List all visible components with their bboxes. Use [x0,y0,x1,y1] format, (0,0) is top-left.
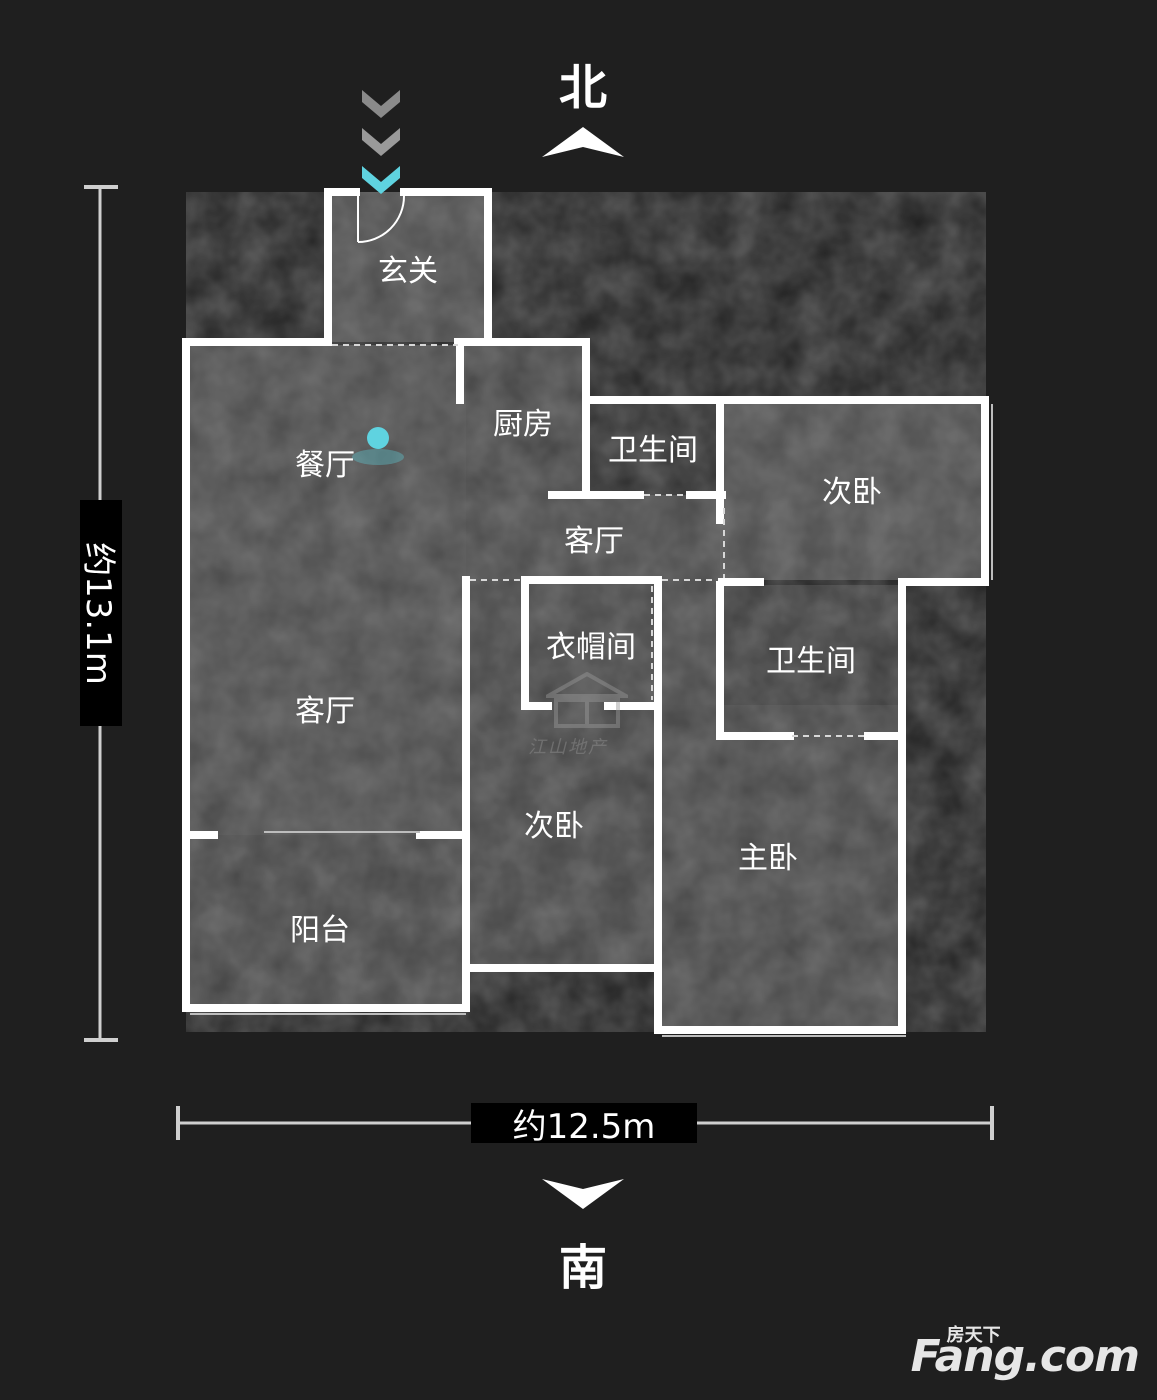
room-cloakroom: 衣帽间 [546,630,636,665]
walls [182,188,989,1034]
south-label: 南 [558,1240,607,1296]
north-label: 北 [558,60,607,116]
room-bathroom-2: 卫生间 [766,644,856,679]
room-balcony: 阳台 [290,913,350,948]
location-marker-icon [352,427,404,465]
door-swing [357,194,405,243]
room-master-bedroom: 主卧 [738,841,798,876]
room-bathroom-1: 卫生间 [608,433,698,468]
room-kitchen: 厨房 [493,407,553,442]
room-bedroom-ne: 次卧 [822,475,882,510]
window-lines [190,404,993,1037]
entry-arrow-icon [362,90,400,194]
room-bedroom-center: 次卧 [524,809,584,844]
logo-cn: 房天下 [946,1325,1001,1346]
height-dimension: 约13.1m [78,500,122,726]
room-entrance: 玄关 [378,254,438,289]
watermark-text: 江山地产 [528,737,608,758]
logo-brand: Fang.com [910,1331,1140,1382]
watermark-house-icon [546,672,628,728]
width-dimension: 约12.5m [471,1103,697,1147]
north-arrow-icon [542,127,624,157]
site-logo: 房天下 Fang.com [910,1325,1140,1382]
room-living-corridor: 客厅 [564,524,624,559]
doorways [332,344,866,737]
south-arrow-icon [542,1179,624,1209]
room-living: 客厅 [295,694,355,729]
room-dining: 餐厅 [295,448,355,483]
